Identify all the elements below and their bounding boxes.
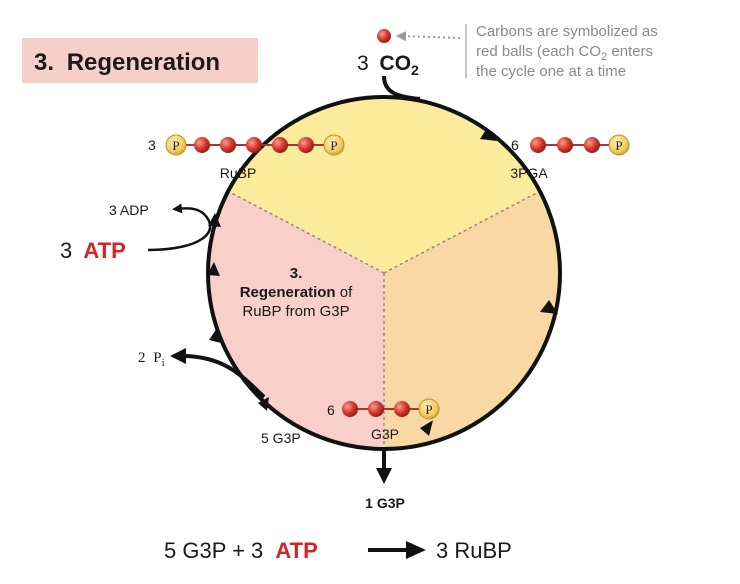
note-line-2-sub: 2 xyxy=(601,51,607,63)
svg-text:3 CO2: 3 CO2 xyxy=(357,52,419,78)
pi-release-arrow xyxy=(181,354,266,399)
pga-carbon-chain xyxy=(530,137,600,153)
atp-adp-exchange: 3 ADP 3 ATP xyxy=(60,202,212,263)
title-text: Regeneration xyxy=(67,49,220,76)
phosphate-ball xyxy=(165,134,187,156)
carbon-ball xyxy=(272,137,288,153)
co2-entry-arrow xyxy=(382,75,421,101)
pga-molecule: 6 P 3PGA xyxy=(510,134,630,181)
pga-label: 3PGA xyxy=(510,165,548,181)
rubp-carbon-chain xyxy=(194,137,314,153)
co2-label: CO xyxy=(380,52,412,75)
carbon-ball xyxy=(557,137,573,153)
phosphate-ball xyxy=(418,398,440,420)
phosphate-label: P xyxy=(330,138,337,153)
atp-to-adp-arrow xyxy=(147,203,212,252)
atp-label: ATP xyxy=(83,238,125,263)
title-background xyxy=(22,38,258,83)
svg-text:2 Pi: 2 Pi xyxy=(138,350,165,369)
carbon-ball xyxy=(246,137,262,153)
pi-label: P xyxy=(153,350,161,366)
equation-atp: ATP xyxy=(275,538,317,563)
center-bold: Regeneration xyxy=(240,284,336,301)
co2-input: 3 CO2 xyxy=(357,29,421,101)
svg-text:Regeneration of: Regeneration of xyxy=(240,284,353,301)
pi-count: 2 xyxy=(138,350,146,366)
stage-title: 3. Regeneration xyxy=(22,38,258,83)
note-line-2b: enters xyxy=(607,43,653,60)
center-line-2: RuBP from G3P xyxy=(242,303,349,320)
carbon-ball xyxy=(368,401,384,417)
g3p-count: 6 xyxy=(327,402,335,418)
pga-count: 6 xyxy=(511,137,519,153)
note-line-3: the cycle one at a time xyxy=(476,63,626,80)
carbon-ball xyxy=(584,137,600,153)
svg-text:5 G3P + 3 ATP: 5 G3P + 3 ATP xyxy=(164,538,318,563)
carbon-ball xyxy=(377,29,391,43)
carbon-ball xyxy=(394,401,410,417)
phosphate-ball xyxy=(608,134,630,156)
co2-subscript: 2 xyxy=(411,62,419,78)
atp-count: 3 xyxy=(60,238,72,263)
rubp-count: 3 xyxy=(148,137,156,153)
carbon-ball xyxy=(220,137,236,153)
g3p-molecule: 6 P G3P xyxy=(327,398,440,442)
title-number: 3. xyxy=(34,49,54,76)
g3p-output: 1 G3P xyxy=(365,449,405,511)
note-line-1: Carbons are symbolized as xyxy=(476,23,658,40)
svg-text:red balls (each CO2 enters: red balls (each CO2 enters xyxy=(476,43,653,63)
note-pointer-arrow xyxy=(396,31,461,42)
carbon-ball xyxy=(298,137,314,153)
carbon-ball xyxy=(530,137,546,153)
center-label: 3. Regeneration of RuBP from G3P xyxy=(240,265,353,320)
g3p-input-label: 5 G3P xyxy=(261,430,301,446)
equation-left: 5 G3P + 3 xyxy=(164,538,263,563)
phosphate-label: P xyxy=(615,138,622,153)
rubp-molecule: 3 P P RuBP xyxy=(148,134,345,181)
pi-output: 2 Pi xyxy=(138,348,266,399)
g3p-output-label: 1 G3P xyxy=(365,495,405,511)
cycle-direction-arrows xyxy=(207,128,558,436)
g3p-label: G3P xyxy=(371,426,399,442)
summary-equation: 5 G3P + 3 ATP 3 RuBP xyxy=(164,538,512,563)
carbon-ball xyxy=(342,401,358,417)
phosphate-label: P xyxy=(425,402,432,417)
center-of: of xyxy=(336,284,354,301)
carbon-ball xyxy=(194,137,210,153)
carbon-note: Carbons are symbolized as red balls (eac… xyxy=(396,23,658,80)
phosphate-label: P xyxy=(172,138,179,153)
phosphate-ball xyxy=(323,134,345,156)
equation-right: 3 RuBP xyxy=(436,538,512,563)
svg-text:3 ATP: 3 ATP xyxy=(60,238,126,263)
svg-text:3. Regeneration: 3. Regeneration xyxy=(34,49,220,76)
co2-count: 3 xyxy=(357,52,369,75)
pi-subscript: i xyxy=(162,357,165,369)
sector-orange xyxy=(384,191,560,449)
center-number: 3. xyxy=(290,265,303,282)
rubp-label: RuBP xyxy=(220,165,257,181)
g3p-carbon-chain xyxy=(342,401,410,417)
note-line-2a: red balls (each CO xyxy=(476,43,601,60)
adp-label: 3 ADP xyxy=(109,202,149,218)
